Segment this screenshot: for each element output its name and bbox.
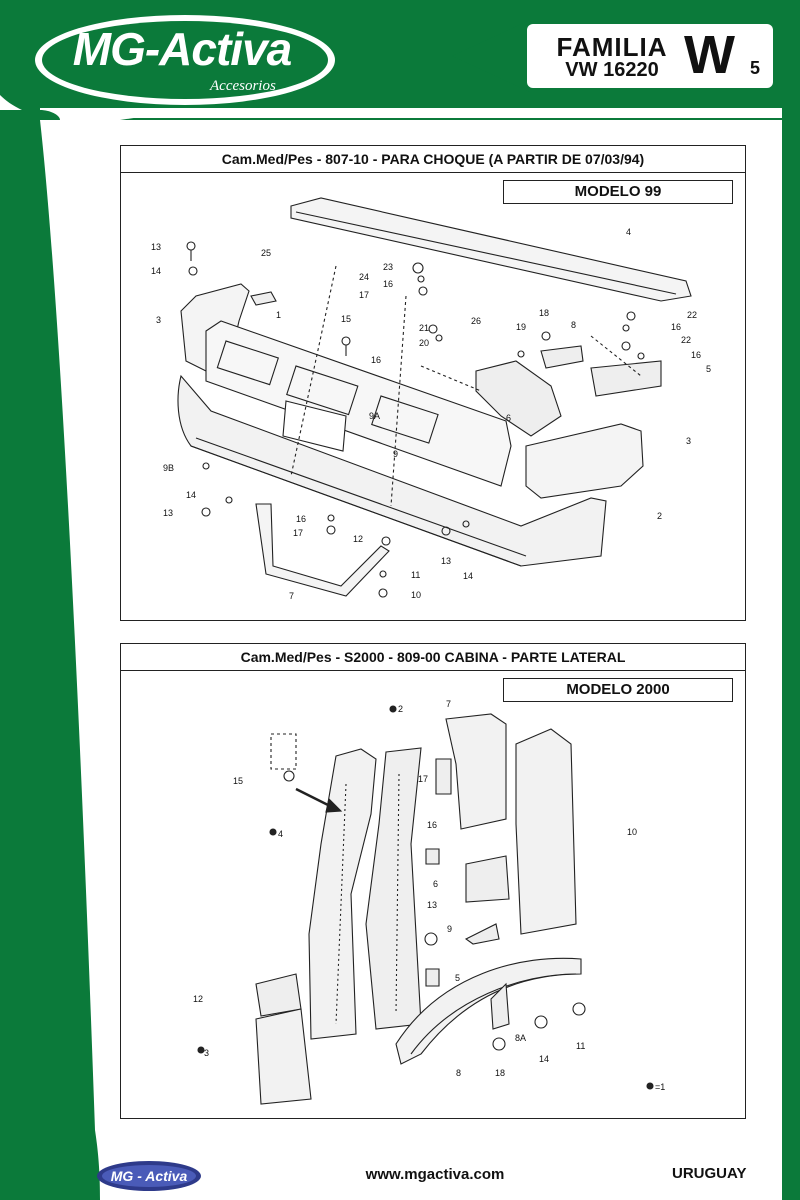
callout: 24 xyxy=(359,272,369,282)
callout: 12 xyxy=(193,994,203,1004)
part-4-pillar xyxy=(308,748,377,1040)
callout: 10 xyxy=(411,590,421,600)
brand-logo xyxy=(35,15,335,105)
callout: 8A xyxy=(515,1033,526,1043)
callout: 19 xyxy=(516,322,526,332)
callout: 17 xyxy=(418,774,428,784)
legend-note: =1 xyxy=(655,1082,665,1092)
callout: 22 xyxy=(681,335,691,345)
cabin-exploded-diagram: 2 7 15 17 4 16 10 6 13 9 5 12 3 8A 14 11… xyxy=(193,699,665,1105)
callout: 25 xyxy=(261,248,271,258)
callout: 9A xyxy=(369,411,380,421)
callout: 3 xyxy=(156,315,161,325)
panel-title: Cam.Med/Pes - 807-10 - PARA CHOQUE (A PA… xyxy=(121,146,745,173)
callout: 21 xyxy=(419,323,429,333)
callout: 11 xyxy=(576,1041,585,1051)
callout: 13 xyxy=(163,508,173,518)
familia-number: 5 xyxy=(750,58,761,78)
country-label: URUGUAY xyxy=(672,1165,747,1182)
callout: 16 xyxy=(383,279,393,289)
callout: 12 xyxy=(353,534,363,544)
callout: 23 xyxy=(383,262,393,272)
brand-subtitle: Accesorios xyxy=(210,78,276,94)
callout: 5 xyxy=(455,973,460,983)
part-3-right xyxy=(525,423,644,499)
model-badge: MODELO 99 xyxy=(503,180,733,204)
callout: 18 xyxy=(539,308,549,318)
part-7-panel xyxy=(445,713,507,830)
callout: 4 xyxy=(278,829,283,839)
callout: 14 xyxy=(186,490,196,500)
callout: 16 xyxy=(371,355,381,365)
callout: 1 xyxy=(276,310,281,320)
callout: 20 xyxy=(419,338,429,348)
part-8-arch xyxy=(395,957,582,1065)
panel-title: Cam.Med/Pes - S2000 - 809-00 CABINA - PA… xyxy=(121,644,745,671)
panel-cabin: Cam.Med/Pes - S2000 - 809-00 CABINA - PA… xyxy=(120,643,746,1119)
callout: 22 xyxy=(687,310,697,320)
callout: 2 xyxy=(657,511,662,521)
part-4-strip xyxy=(290,197,692,302)
callout: 7 xyxy=(289,591,294,601)
callout: 26 xyxy=(471,316,481,326)
callout: 4 xyxy=(626,227,631,237)
part-7-bracket xyxy=(255,503,390,597)
familia-arrow xyxy=(452,20,775,92)
callout: 8 xyxy=(456,1068,461,1078)
part-10-panel xyxy=(515,728,577,935)
callout: 9B xyxy=(163,463,174,473)
callout: 14 xyxy=(463,571,473,581)
callout: 16 xyxy=(296,514,306,524)
bumper-exploded-diagram: 13 14 25 3 1 23 24 16 17 4 15 16 21 20 2… xyxy=(151,197,711,601)
callout: 2 xyxy=(398,704,403,714)
callout: 6 xyxy=(433,879,438,889)
model-badge: MODELO 2000 xyxy=(503,678,733,702)
callout: 7 xyxy=(446,699,451,709)
callout: 14 xyxy=(539,1054,549,1064)
callout: 15 xyxy=(233,776,243,786)
callout: 14 xyxy=(151,266,161,276)
callout: 9 xyxy=(447,924,452,934)
brand-name: MG-Activa xyxy=(72,23,292,75)
familia-letter: W xyxy=(684,25,735,85)
part-2-pillar xyxy=(365,747,422,1030)
familia-label: FAMILIA xyxy=(556,32,668,62)
callout: 16 xyxy=(691,350,701,360)
callout: 13 xyxy=(427,900,437,910)
callout: 3 xyxy=(204,1048,209,1058)
callout: 3 xyxy=(686,436,691,446)
part-3-panel xyxy=(255,1008,312,1105)
callout: 9 xyxy=(393,449,398,459)
footer-logo: MG - Activa xyxy=(110,1168,188,1184)
callout: 17 xyxy=(293,528,303,538)
panel-bumper: Cam.Med/Pes - 807-10 - PARA CHOQUE (A PA… xyxy=(120,145,746,621)
familia-model: VW 16220 xyxy=(565,59,659,81)
callout: 5 xyxy=(706,364,711,374)
callout: 18 xyxy=(495,1068,505,1078)
callout: 15 xyxy=(341,314,351,324)
part-2-bumper xyxy=(177,374,607,567)
callout: 11 xyxy=(411,570,420,580)
callout: 17 xyxy=(359,290,369,300)
callout: 16 xyxy=(671,322,681,332)
callout: 13 xyxy=(151,242,161,252)
callout: 8 xyxy=(571,320,576,330)
callout: 6 xyxy=(506,413,511,423)
callout: 10 xyxy=(627,827,637,837)
callout: 16 xyxy=(427,820,437,830)
part-1-frame xyxy=(205,320,512,487)
familia-block: FAMILIA VW 16220 xyxy=(538,32,686,81)
callout: 13 xyxy=(441,556,451,566)
website-link[interactable]: www.mgactiva.com xyxy=(365,1166,505,1183)
